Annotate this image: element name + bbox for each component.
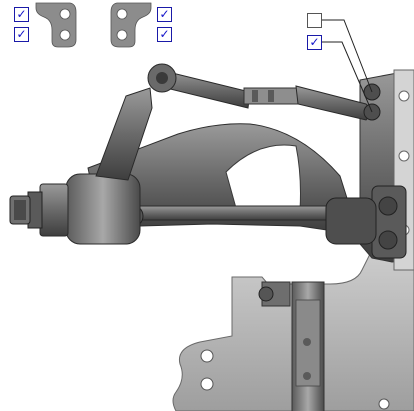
top-left-checkbox-1[interactable]: ✓ xyxy=(14,7,29,22)
callout-leader-lines xyxy=(322,19,373,113)
top-mid-checkbox-1[interactable]: ✓ xyxy=(157,7,172,22)
bracket-right-icon xyxy=(110,2,152,48)
upper-camber-link xyxy=(147,63,381,121)
callout-checkbox-lower[interactable]: ✓ xyxy=(307,35,322,50)
shock-mount-bracket xyxy=(258,281,325,411)
bracket-left-icon xyxy=(35,2,77,48)
lower-a-arm xyxy=(87,123,353,233)
top-left-checkbox-2[interactable]: ✓ xyxy=(14,27,29,42)
callout-checkbox-upper[interactable] xyxy=(307,13,322,28)
top-mid-checkbox-2[interactable]: ✓ xyxy=(157,27,172,42)
hub-carrier xyxy=(9,87,153,245)
